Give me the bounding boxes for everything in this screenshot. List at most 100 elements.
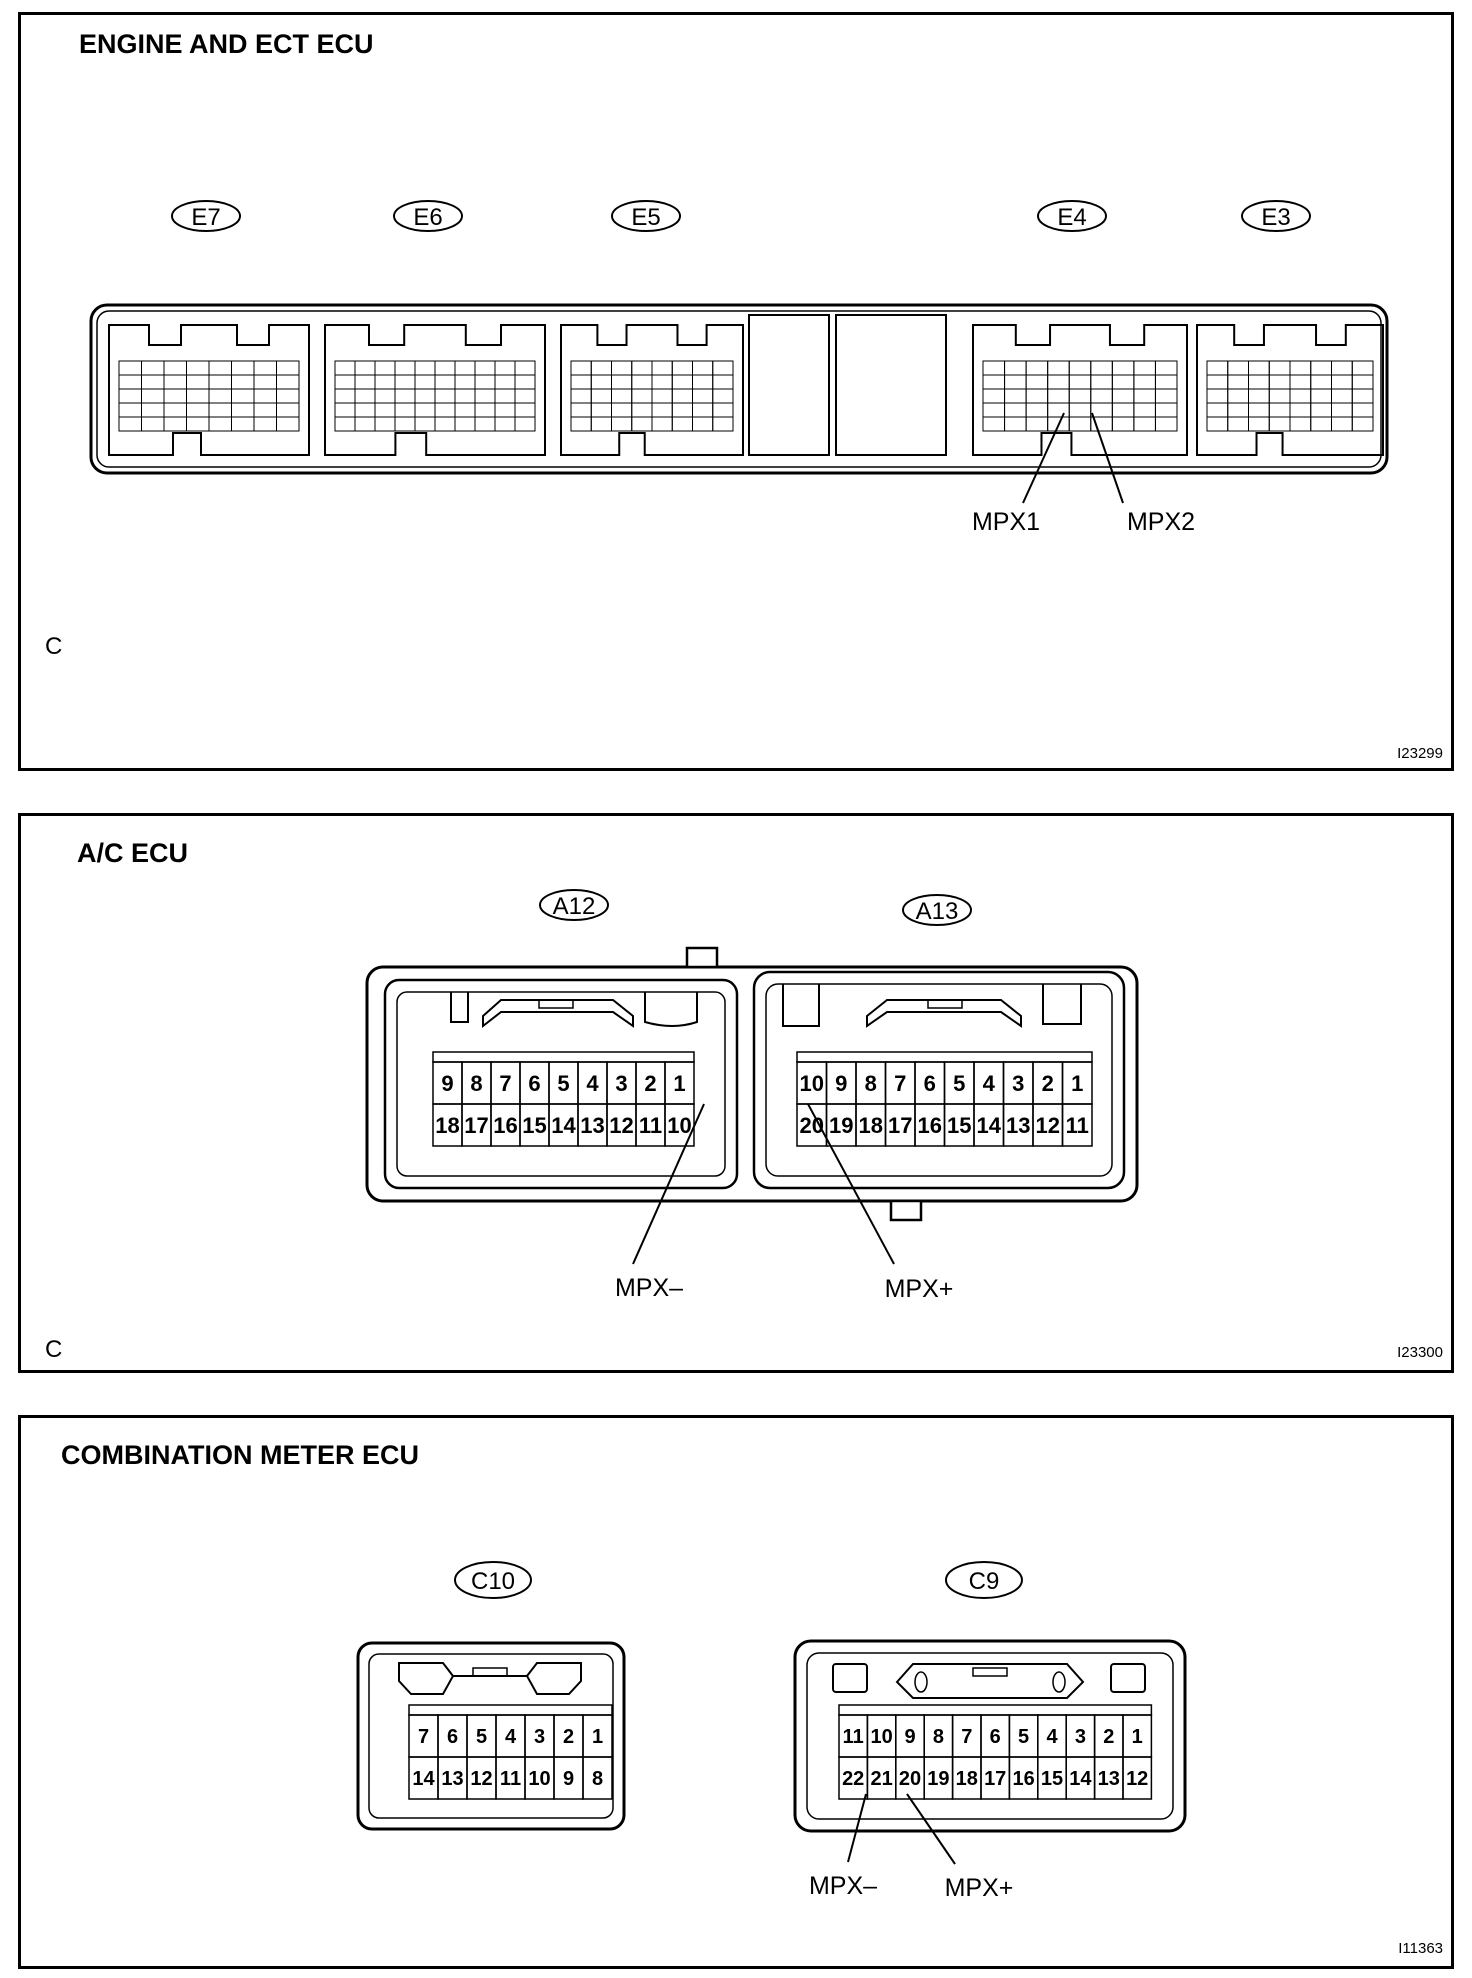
pin-cavity <box>692 402 714 418</box>
pin-number: 13 <box>1006 1113 1030 1138</box>
pin-cavity <box>651 374 673 390</box>
pin-cavity <box>611 402 633 418</box>
pin-cavity <box>434 374 456 390</box>
pin-cavity <box>253 374 277 390</box>
pin-cavity <box>1154 402 1178 418</box>
pin-number: 9 <box>904 1726 915 1748</box>
pin-cavity <box>1068 374 1092 390</box>
pin-cavity <box>611 388 633 404</box>
pin-number: 12 <box>1036 1113 1060 1138</box>
pin-number: 3 <box>1075 1726 1086 1748</box>
pin-cavity <box>334 360 356 376</box>
pin-cavity <box>1310 374 1332 390</box>
pin-cavity <box>334 402 356 418</box>
pin-cavity <box>1206 374 1229 390</box>
svg-text:C9: C9 <box>969 1568 1000 1595</box>
pin-cavity <box>692 360 714 376</box>
pin-cavity <box>1310 360 1332 376</box>
pin-cavity <box>1206 360 1229 376</box>
pin-number: 2 <box>1042 1071 1054 1096</box>
pin-cavity <box>1122 1756 1153 1800</box>
pin-cavity <box>514 360 536 376</box>
pin-cavity <box>163 416 187 432</box>
pin-cavity <box>651 388 673 404</box>
pin-number: 15 <box>522 1113 546 1138</box>
pin-cavity <box>253 402 277 418</box>
pin-number: 12 <box>470 1768 492 1790</box>
pin-cavity <box>434 402 456 418</box>
pin-number: 9 <box>441 1071 453 1096</box>
pin-cavity <box>611 360 633 376</box>
svg-text:A13: A13 <box>916 898 959 925</box>
pin-number: 7 <box>418 1726 429 1748</box>
pin-cavity <box>671 402 693 418</box>
panel-title: A/C ECU <box>77 838 189 868</box>
pin-cavity <box>474 374 496 390</box>
pin-cavity <box>1133 374 1156 390</box>
pin-cavity <box>1154 416 1178 432</box>
pin-cavity <box>1004 416 1027 432</box>
pin-cavity <box>514 388 536 404</box>
callout-mpx2: MPX2 <box>1091 412 1195 536</box>
pin-cavity <box>692 374 714 390</box>
pin-number: 14 <box>412 1768 435 1790</box>
pin-cavity <box>1351 402 1374 418</box>
pin-cavity <box>1068 360 1092 376</box>
pin-number: 8 <box>865 1071 877 1096</box>
pin-number: 2 <box>563 1726 574 1748</box>
blank-block <box>835 314 947 456</box>
pin-cavity <box>1248 388 1270 404</box>
pin-cavity <box>163 374 187 390</box>
pin-cavity <box>1090 360 1113 376</box>
pin-cavity <box>1047 374 1070 390</box>
connector-block <box>324 324 546 456</box>
pin-cavity <box>414 374 436 390</box>
pin-cavity <box>494 388 516 404</box>
pin-cavity <box>1331 402 1353 418</box>
pin-number: 16 <box>1012 1768 1034 1790</box>
pin-number: 9 <box>835 1071 847 1096</box>
pin-cavity <box>1331 388 1353 404</box>
pin-cavity <box>1068 388 1092 404</box>
pin-cavity <box>651 402 673 418</box>
svg-text:E4: E4 <box>1057 204 1086 231</box>
engine-ecu-drawing: E7 E6 E5 E4 E3 MPX1 <box>89 200 1389 536</box>
pin-cavity <box>1004 388 1027 404</box>
pin-number: 5 <box>953 1071 965 1096</box>
pin-number: 19 <box>829 1113 853 1138</box>
pin-number: 15 <box>947 1113 971 1138</box>
pin-cavity <box>1227 402 1249 418</box>
pin-cavity <box>982 374 1006 390</box>
pin-cavity <box>982 360 1006 376</box>
callout-mpx-plus: MPX+ <box>807 1103 953 1303</box>
svg-text:MPX+: MPX+ <box>945 1874 1014 1902</box>
pin-number: 4 <box>586 1071 599 1096</box>
pin-cavity <box>394 388 416 404</box>
pin-number: 6 <box>528 1071 540 1096</box>
pin-cavity <box>1154 360 1178 376</box>
pin-cavity <box>1268 388 1291 404</box>
pin-cavity <box>494 360 516 376</box>
pin-cavity <box>590 402 612 418</box>
pin-number: 13 <box>580 1113 604 1138</box>
pin-number: 11 <box>1066 1113 1089 1138</box>
pin-number: 8 <box>592 1768 603 1790</box>
pin-cavity <box>611 374 633 390</box>
pin-cavity <box>1351 360 1374 376</box>
callout-mpx-plus: MPX+ <box>906 1793 1014 1902</box>
pin-cavity <box>454 374 476 390</box>
connector-block <box>560 324 744 456</box>
pin-cavity <box>1227 388 1249 404</box>
pin-number: 16 <box>918 1113 942 1138</box>
svg-text:E6: E6 <box>413 204 442 231</box>
corner-letter: C <box>45 633 63 660</box>
pin-cavity <box>570 402 592 418</box>
pin-cavity <box>1227 360 1249 376</box>
pin-cavity <box>1133 402 1156 418</box>
pin-cavity <box>1331 360 1353 376</box>
pin-number: 17 <box>464 1113 488 1138</box>
